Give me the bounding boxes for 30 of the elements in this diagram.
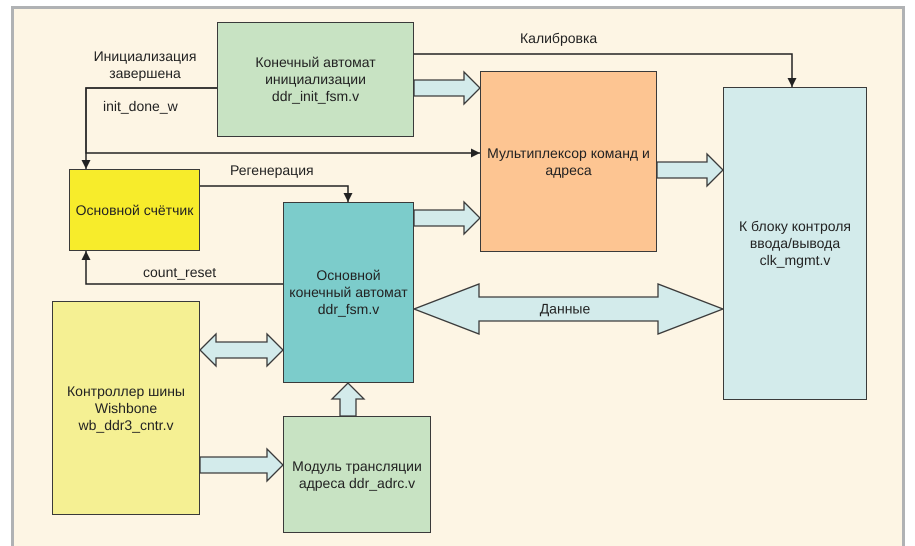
module-box [723, 87, 867, 400]
module-box [283, 202, 414, 383]
signal-arrow [414, 53, 796, 87]
signal-name: init_done_w [103, 98, 178, 115]
signal-arrow [200, 185, 352, 202]
block-arrow [199, 447, 284, 483]
block-label: К блоку контроля ввода/вывода clk_mgmt.v [738, 218, 852, 269]
edge-label: Данные [538, 300, 592, 318]
module-box [283, 416, 431, 533]
block-label: Мультиплексор команд и адреса [486, 144, 651, 178]
edge-label: count_reset [143, 264, 216, 281]
block-arrow [413, 200, 481, 236]
edge-label: Инициализация завершена [92, 48, 198, 82]
module-box [217, 22, 414, 137]
block-label: Конечный автомат инициализации ddr_init_fsm.v [254, 54, 377, 105]
edge-label: Калибровка [520, 30, 598, 47]
block-arrow [413, 70, 481, 106]
edge-label: Регенерация [230, 162, 314, 179]
block-arrow [330, 382, 366, 417]
module-box [480, 71, 657, 252]
block-label: Основной конечный автомат ddr_fsm.v [288, 267, 409, 318]
block-arrow [656, 152, 724, 188]
block-arrow [199, 332, 284, 368]
block-label: Основной счётчик [74, 202, 194, 218]
block-label: Модуль трансляции адреса ddr_adrc.v [291, 458, 423, 492]
module-box [69, 169, 200, 251]
block-label: Контроллер шины Wishbone wb_ddr3_cntr.v [66, 382, 186, 434]
module-box [52, 301, 200, 515]
signal-arrow [85, 87, 480, 158]
signal-arrow [82, 251, 283, 285]
